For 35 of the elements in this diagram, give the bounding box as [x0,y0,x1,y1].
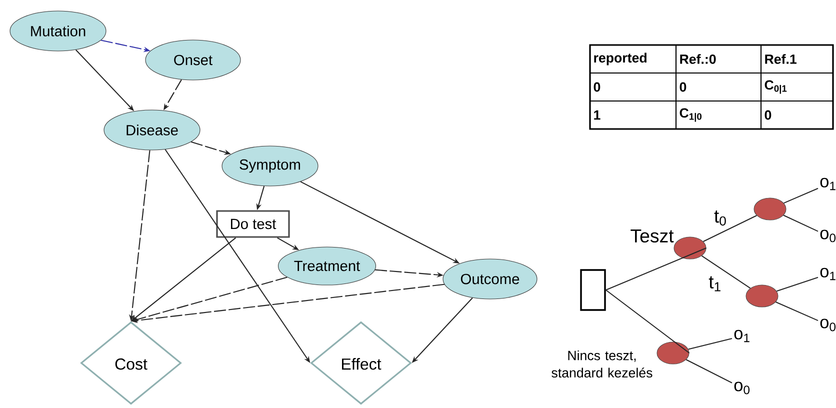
table-cell: 1 [594,110,600,120]
chance-circle [746,284,778,308]
branch-line [606,248,706,290]
branch-line [776,276,818,292]
outcome-label: o$_{1}$ [820,178,836,190]
decision-box: Do test [216,210,290,238]
branch-line [701,255,751,289]
decision-square [580,269,606,311]
table-cell: Ref.1 [765,54,796,64]
outcome-label: o$_{0}$ [734,382,750,394]
branch-line [783,214,818,232]
table-cell: C$_{0|1}$ [764,80,787,94]
edge-label: t$_{0}$ [714,210,726,226]
caption-text: Teszt [630,230,674,243]
table-cell: Ref.:0 [680,54,716,64]
outcome-label: o$_{1}$ [734,330,750,342]
table-cell: 0 [680,82,686,92]
outcome-label: o$_{1}$ [820,268,836,280]
caption-text: Nincs teszt, standard kezelés [552,350,652,378]
edge-label: t$_{1}$ [708,276,720,292]
branch-line [776,302,818,322]
branch-line [784,188,818,204]
outcome-label: o$_{0}$ [820,230,836,242]
branch-line [606,290,690,354]
chance-circle [674,236,706,260]
chance-circle [656,342,690,364]
branch-line [688,338,732,350]
table-cell: C$_{1|0}$ [680,108,702,122]
chance-circle [754,198,786,220]
table-cell: reported [594,52,646,66]
branch-line [703,215,757,242]
outcome-label: o$_{0}$ [820,318,836,332]
table-cell: 0 [764,110,772,120]
table-cell: 0 [594,82,600,92]
branch-line [686,359,732,384]
